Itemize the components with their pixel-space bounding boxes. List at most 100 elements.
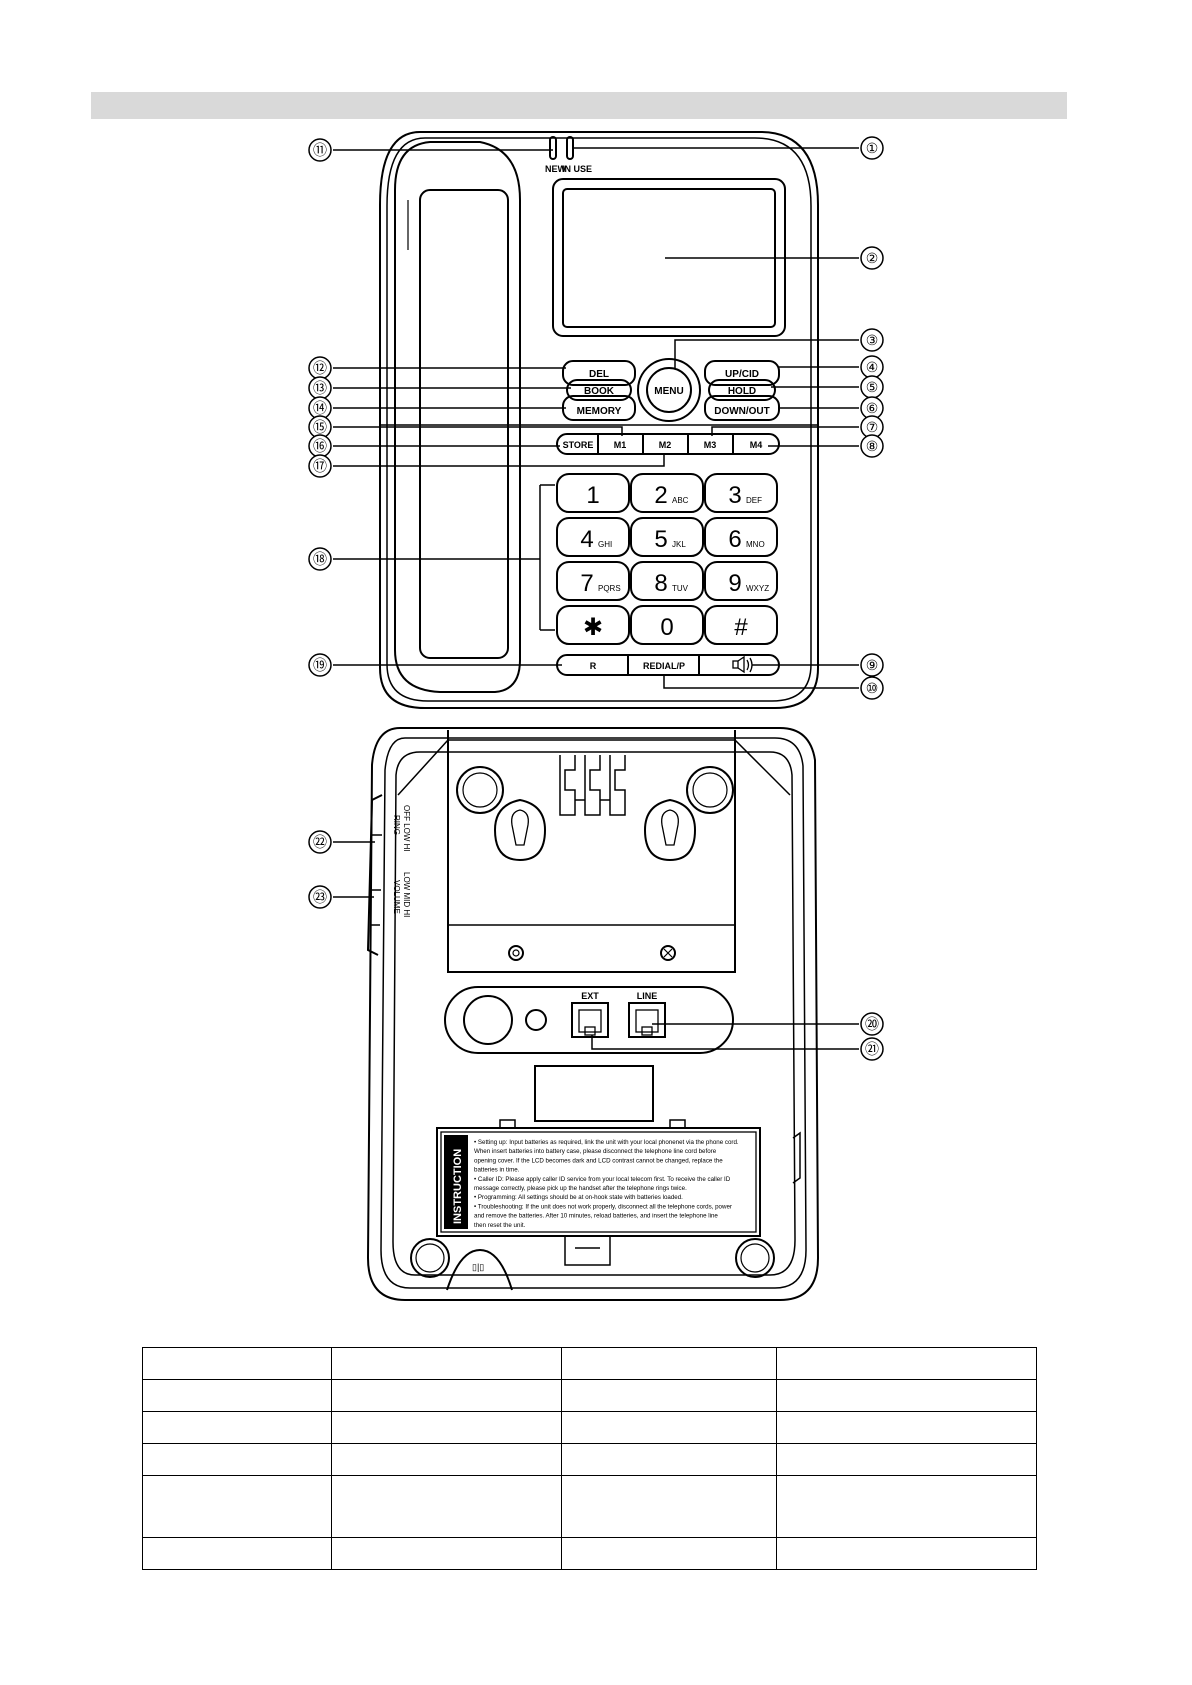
instruction-line: • Setting up: Input batteries as require… <box>474 1139 739 1146</box>
callout-4: ④ <box>779 355 884 379</box>
table-cell <box>776 1443 1037 1476</box>
label-plate <box>534 1065 654 1122</box>
callout-number: ⑪ <box>313 142 327 158</box>
volume-switch-label: VOLUME <box>392 880 401 914</box>
hold-label: HOLD <box>728 386 756 397</box>
key-letters: JKL <box>672 540 686 549</box>
callout-19: ⑲ <box>308 653 562 677</box>
memory-row-strip <box>556 433 780 455</box>
led-new-label: NEW <box>545 164 567 174</box>
key-10[interactable]: ✱ <box>556 605 630 645</box>
table-cell <box>561 1411 777 1444</box>
phone-rear-view: RING OFF LOW HI VOLUME LOW MID HI EXT LI… <box>366 727 820 1301</box>
phone-body-inner-outline <box>386 137 812 702</box>
section-header-bar <box>91 92 1067 119</box>
key-1[interactable]: 1 <box>556 473 630 513</box>
up-cid-button[interactable] <box>704 360 780 386</box>
key-digit: 8 <box>654 570 667 597</box>
callout-number: ③ <box>866 332 879 348</box>
battery-cover <box>436 1127 761 1237</box>
ext-jack[interactable] <box>571 1002 609 1038</box>
key-letters: WXYZ <box>746 584 769 593</box>
menu-button[interactable] <box>646 367 692 413</box>
redial-p-button[interactable]: REDIAL/P <box>643 661 685 671</box>
led-new <box>549 136 557 160</box>
instruction-line: opening cover. If the LCD becomes dark a… <box>474 1157 723 1164</box>
line-jack[interactable] <box>628 1002 666 1038</box>
callout-10: ⑩ <box>663 675 884 700</box>
callout-number: ⑱ <box>313 551 327 567</box>
callout-18: ⑱ <box>308 547 540 571</box>
instruction-title: INSTRUCTION <box>452 1149 464 1224</box>
handset-rest <box>446 1248 513 1291</box>
instruction-line: • Programming: All settings should be at… <box>474 1194 683 1201</box>
key-12[interactable]: # <box>704 605 778 645</box>
table-cell <box>331 1443 562 1476</box>
key-letters: DEF <box>746 496 762 505</box>
up-cid-label: UP/CID <box>725 369 759 380</box>
store-button[interactable]: STORE <box>563 440 594 450</box>
ext-jack-label: EXT <box>581 991 599 1001</box>
callout-number: ㉓ <box>313 889 327 905</box>
table-cell <box>142 1379 332 1412</box>
table-cell <box>331 1379 562 1412</box>
table-cell <box>561 1537 777 1570</box>
callout-11: ⑪ <box>308 138 553 162</box>
speaker-grille <box>463 995 513 1045</box>
m2-button[interactable]: M2 <box>659 440 672 450</box>
ring-switch-label: RING <box>392 815 401 835</box>
table-cell <box>561 1379 777 1412</box>
handset-hook-tabs <box>559 755 626 816</box>
instruction-line: • Troubleshooting: If the unit does not … <box>474 1203 732 1210</box>
table-cell <box>142 1411 332 1444</box>
speaker-icon[interactable] <box>732 655 753 674</box>
key-letters: TUV <box>672 584 689 593</box>
m4-button[interactable]: M4 <box>750 440 763 450</box>
callout-14: ⑭ <box>308 396 566 420</box>
m1-button[interactable]: M1 <box>614 440 627 450</box>
callout-number: ⑰ <box>313 458 327 474</box>
table-row <box>142 1443 1037 1476</box>
table-cell <box>142 1347 332 1380</box>
volume-switch-options: LOW MID HI <box>402 872 411 917</box>
table-row <box>142 1537 1037 1570</box>
callout-number: ⑥ <box>866 400 879 416</box>
callout-16: ⑯ <box>308 434 560 458</box>
key-letters: GHI <box>598 540 612 549</box>
instruction-line: batteries in time. <box>474 1167 520 1174</box>
base-outline <box>366 727 820 1301</box>
r-button[interactable]: R <box>590 661 597 671</box>
key-digit: # <box>734 614 748 641</box>
book-button[interactable] <box>566 379 632 401</box>
handset-grip <box>419 189 509 659</box>
callout-number: ⑭ <box>313 400 327 416</box>
table-cell <box>561 1475 777 1538</box>
key-11[interactable]: 0 <box>630 605 704 645</box>
callout-number: ⑫ <box>313 360 327 376</box>
callout-21: ㉑ <box>591 1035 884 1061</box>
callout-number: ㉒ <box>313 834 327 850</box>
callout-number: ⑬ <box>313 380 327 396</box>
m3-button[interactable]: M3 <box>704 440 717 450</box>
phone-front-view: NEW IN USE DEL BOOK MEMORY MENU UP/CID H… <box>379 131 819 709</box>
key-digit: 9 <box>728 570 741 597</box>
hold-button[interactable] <box>708 379 776 401</box>
del-button[interactable] <box>562 360 636 386</box>
callout-number: ⑩ <box>866 680 879 696</box>
key-digit: 7 <box>580 570 593 597</box>
menu-label: MENU <box>654 386 683 397</box>
ring-switch-options: OFF LOW HI <box>402 805 411 852</box>
callout-number: ⑲ <box>313 657 327 673</box>
spec-table <box>142 1347 1037 1570</box>
svg-text:▯|▯: ▯|▯ <box>472 1262 484 1272</box>
phone-diagram: NEW IN USE DEL BOOK MEMORY MENU UP/CID H… <box>308 131 884 1301</box>
